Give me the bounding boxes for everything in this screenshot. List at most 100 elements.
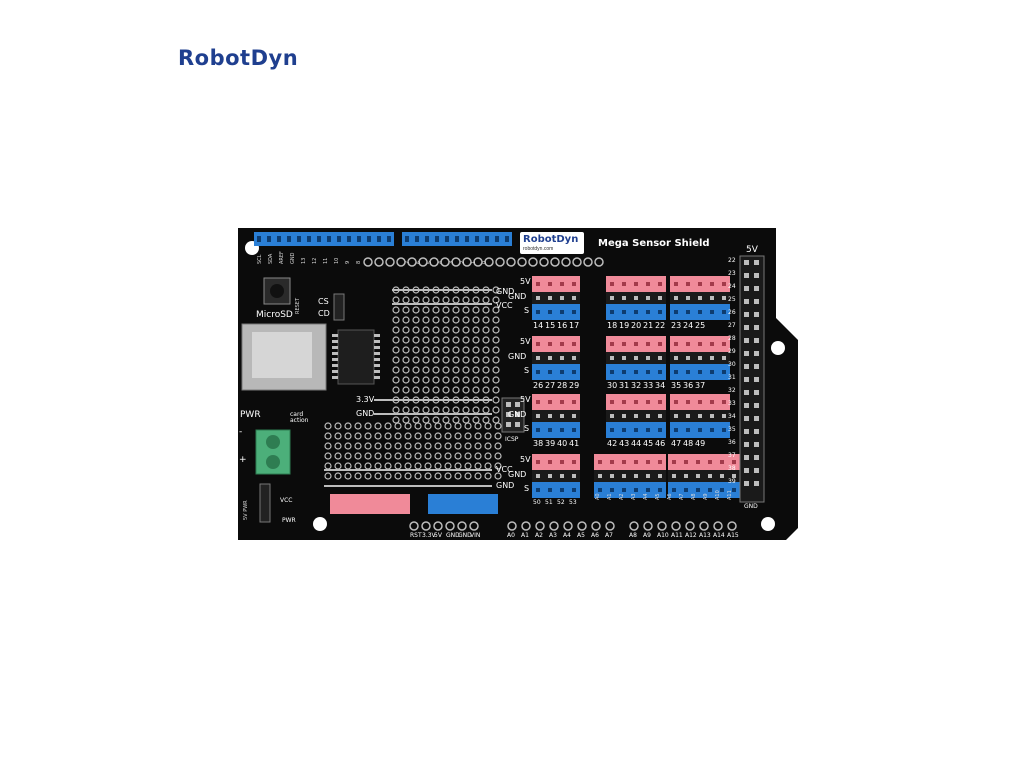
top-mid-header-pin [485,236,489,242]
proto-pad [462,376,470,384]
top-mid-header-pin [505,236,509,242]
sensor-block-pin [622,356,626,360]
digital-pin-label: 48 [683,439,694,448]
sensor-block-pin [722,282,726,286]
pwr-label: PWR [240,410,261,420]
power-pin-pad [445,521,455,531]
proto-pad [454,442,462,450]
ic-pin [332,352,338,355]
digital-pin-label: 32 [631,381,642,390]
right-header-label: 31 [728,374,736,381]
proto-pad [484,452,492,460]
sensor-block-gnd [594,470,666,482]
sensor-block-gnd [532,410,580,422]
digital-pin-label: 49 [695,439,706,448]
right-header-pin [744,377,749,382]
sensor-block-pin [710,296,714,300]
proto-pad [392,316,400,324]
sensor-block-5v [532,336,580,352]
sensor-block-pin [720,488,724,492]
sensor-block-pin [610,400,614,404]
proto-pad [414,472,422,480]
ic-pin [332,334,338,337]
sensor-block-pin [560,370,564,374]
analog-pin-label: A6 [667,493,673,500]
analog-pin-label: A1 [607,493,613,500]
sensor-block-pin [672,474,676,478]
proto-pad [432,316,440,324]
right-header-pin [754,442,759,447]
proto-pad [384,452,392,460]
digital-pin-label: 53 [569,499,577,506]
digital-pin-label: 25 [695,321,706,330]
sensor-block-pin [560,356,564,360]
right-header-pin [744,351,749,356]
sensor-block-pin [672,460,676,464]
proto-pad [334,432,342,440]
digital-pin-label: 45 [643,439,654,448]
proto-pad [482,416,490,424]
reset-label: RESET [295,297,301,314]
proto-pad [374,442,382,450]
top-mid-header-pin [435,236,439,242]
analog-pin-pad [563,521,573,531]
right-header-label: 33 [728,400,736,407]
proto-pad [444,472,452,480]
sensor-block-pin [646,428,650,432]
sensor-block-pin [708,488,712,492]
proto-pad [492,316,500,324]
sensor-block-pin [658,370,662,374]
sensor-block-pin [622,282,626,286]
proto-pad [452,366,460,374]
ic-pin [374,370,380,373]
proto-pad [434,422,442,430]
sensor-block-pin [572,488,576,492]
right-header-pin [744,481,749,486]
header-pad [440,257,450,267]
sensor-block-pin [722,310,726,314]
sensor-block-pin [686,356,690,360]
top-left-pin-label: 12 [312,257,318,264]
proto-pad [344,442,352,450]
proto-pad [492,346,500,354]
right-header-label: 34 [728,413,736,420]
sensor-block-pin [598,474,602,478]
proto-pad [364,432,372,440]
top-left-header-pin [337,236,341,242]
proto-pad [354,422,362,430]
v33-label: 3.3V [356,395,375,404]
bottom-analog-pin-label: A4 [563,532,571,539]
proto-pad [472,386,480,394]
top-left-header-pin [287,236,291,242]
proto-pad [412,376,420,384]
digital-pin-label: 23 [671,321,682,330]
sensor-block-s [532,422,580,438]
sensor-block-pin [658,342,662,346]
mounting-hole [771,341,785,355]
proto-pad [374,452,382,460]
pwr-jumper [259,483,271,523]
header-pad [451,257,461,267]
sensor-block-pin [698,356,702,360]
sensor-block-pin [622,460,626,464]
right-header-pin [754,377,759,382]
right-header-pin [744,260,749,265]
ic-chip [337,329,375,385]
top-left-header-pin [307,236,311,242]
sensor-block-pin [572,310,576,314]
proto-pad [324,422,332,430]
top-mid-pin-label: 0 [482,260,488,264]
microsd-slot [252,332,312,378]
sensor-block-5v [668,454,740,470]
sensor-block-gnd [532,352,580,364]
proto-pad [324,432,332,440]
proto-pad [384,472,392,480]
sensor-block-pin [674,282,678,286]
top-mid-header-pin [415,236,419,242]
sensor-block-pin [634,414,638,418]
top-mid-header-pin [405,236,409,242]
power-pin-pad [457,521,467,531]
proto-pad [432,356,440,364]
proto-pad [492,366,500,374]
proto-pad [482,376,490,384]
